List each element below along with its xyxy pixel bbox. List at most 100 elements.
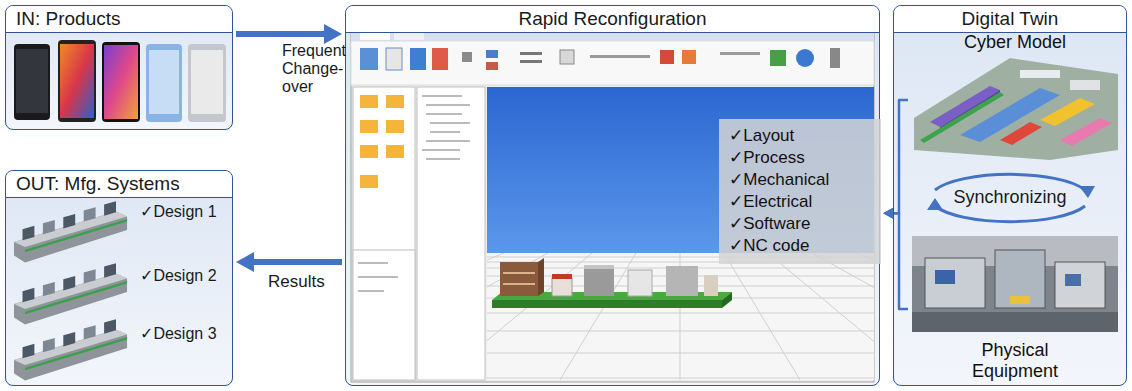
phone-images-part <box>104 45 138 119</box>
software-screenshot-part <box>487 253 874 380</box>
software-screenshot-part <box>358 276 398 278</box>
software-screenshot-part <box>432 48 448 70</box>
software-screenshot-part <box>360 145 378 158</box>
panel-heading: Rapid Reconfiguration <box>346 6 879 33</box>
cyber-model-image-part <box>920 92 1004 143</box>
production-line-images-part <box>14 201 127 262</box>
software-screenshot-part <box>351 32 874 41</box>
physical-equipment-image-part <box>912 312 1118 332</box>
software-screenshot-part <box>770 50 786 66</box>
software-screenshot-part <box>360 120 378 133</box>
synchronizing-arrowheads-part <box>927 198 943 210</box>
panel-backgrounds-part <box>345 5 880 386</box>
physical-equipment-image-part <box>912 236 1118 332</box>
software-screenshot-part <box>394 33 424 40</box>
software-screenshot-part <box>410 48 426 70</box>
connector-line <box>250 259 342 265</box>
image-caption: Cyber Model <box>964 32 1066 53</box>
software-screenshot-part <box>796 49 814 67</box>
software-screenshot-part <box>351 41 874 85</box>
software-screenshot-part <box>353 87 415 380</box>
design-label-holder: ✓Design 3 <box>140 325 217 343</box>
panel-backgrounds-part <box>893 5 1127 386</box>
software-screenshot-part-part <box>487 253 548 380</box>
design-label-holder: ✓Design 1 <box>140 203 217 221</box>
software-screenshot-part <box>666 266 698 296</box>
arrowhead <box>236 252 254 272</box>
panel-heading: IN: Products <box>6 6 232 33</box>
edge-label-holder: Frequent Change-over <box>282 42 354 96</box>
section-panel: Rapid Reconfiguration✓Layout✓Process✓Mec… <box>345 5 880 386</box>
checklist-item: ✓Layout <box>729 125 871 147</box>
synchronizing-arrowheads <box>927 186 1095 210</box>
connector <box>883 207 908 309</box>
physical-equipment-image-part <box>995 250 1045 308</box>
software-screenshot-part <box>590 55 650 58</box>
software-screenshot-part <box>386 145 404 158</box>
sync-label-holder: Synchronizing <box>950 187 1070 208</box>
software-screenshot-part <box>486 62 498 70</box>
phone-images-part <box>188 44 226 122</box>
software-screenshot <box>80 32 1132 382</box>
software-screenshot-part <box>417 87 485 380</box>
software-screenshot-part <box>422 149 460 151</box>
software-screenshot-part <box>503 283 535 285</box>
edge-label-holder: Results <box>268 272 325 292</box>
phone-images-part <box>14 44 50 120</box>
software-screenshot-part <box>351 32 874 382</box>
software-screenshot-part <box>628 270 652 296</box>
cyber-model-image <box>914 58 1118 160</box>
physical-equipment-image <box>912 236 1118 332</box>
synchronizing-arrowheads-part <box>1079 186 1095 198</box>
phone-images-part <box>149 50 179 114</box>
software-screenshot-part <box>660 50 674 64</box>
connector-line <box>892 100 908 213</box>
checklist-item: ✓Software <box>729 213 871 235</box>
connector <box>236 24 342 44</box>
software-screenshot-part <box>360 33 390 40</box>
software-screenshot-part <box>682 50 696 64</box>
software-screenshot-part <box>360 175 378 188</box>
software-screenshot-part <box>426 113 462 115</box>
cyber-model-image-part <box>960 88 1060 142</box>
software-screenshot-part <box>830 48 840 68</box>
arrowhead <box>324 24 342 44</box>
software-screenshot-part <box>353 250 415 380</box>
software-screenshot-part <box>426 140 470 142</box>
panel-backgrounds-part <box>5 170 233 386</box>
sync-label: Synchronizing <box>953 187 1066 207</box>
phone-images-part <box>16 49 48 113</box>
software-screenshot-part <box>520 60 542 63</box>
software-screenshot-part <box>552 274 572 279</box>
cyber-model-image-part <box>1040 98 1095 126</box>
software-screenshot-part <box>492 300 722 308</box>
production-line-images-part <box>14 263 127 324</box>
software-screenshot-part <box>704 275 718 296</box>
connector <box>236 252 342 272</box>
production-line-images <box>14 201 127 380</box>
software-screenshot-part <box>358 262 388 264</box>
connector-line <box>236 31 328 37</box>
design-label: ✓Design 1 <box>140 203 217 220</box>
software-screenshot-part <box>358 290 384 292</box>
physical-equipment-image-part <box>1055 262 1105 308</box>
software-screenshot-part <box>584 268 614 296</box>
design-label-holder: ✓Design 2 <box>140 267 217 285</box>
phone-images-part <box>60 44 94 118</box>
cyber-model-image-part <box>1060 118 1112 146</box>
image-caption: Physical Equipment <box>950 340 1080 382</box>
software-screenshot-part <box>584 265 614 269</box>
connector <box>883 100 908 219</box>
software-screenshot-part-part <box>560 253 636 380</box>
software-screenshot-part <box>430 122 470 124</box>
software-screenshot-part <box>422 95 462 97</box>
software-screenshot-part <box>462 52 472 62</box>
phone-images-part <box>191 50 223 114</box>
software-screenshot-part-part <box>768 253 874 380</box>
phone-images-part <box>102 42 140 122</box>
software-screenshot-part <box>552 278 572 296</box>
software-screenshot-part-part <box>856 253 874 380</box>
cyber-model-image-part <box>914 58 1118 160</box>
image-caption-box: Cyber Model <box>908 32 1122 168</box>
software-screenshot-part-part <box>724 253 800 380</box>
